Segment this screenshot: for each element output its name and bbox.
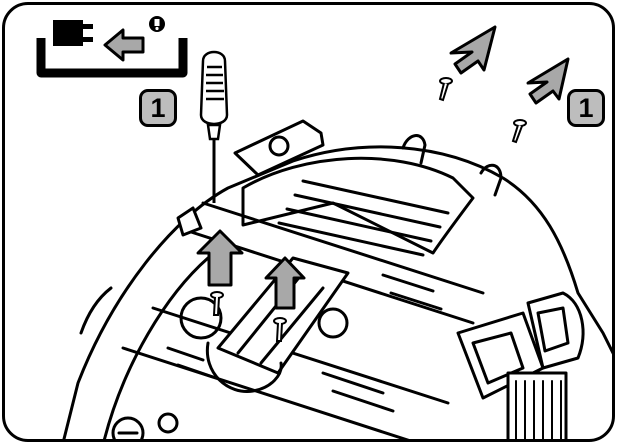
- side-slot-2: [391, 293, 441, 309]
- diagram-frame: [2, 2, 615, 442]
- lid-groove-2: [295, 195, 440, 227]
- cover-tab: [235, 121, 323, 175]
- brush-roller-center: [319, 309, 347, 337]
- power-plug-unplug-icon: [41, 16, 183, 73]
- side-slot-3: [168, 348, 203, 360]
- up-arrow-icon: [528, 59, 568, 103]
- bottom-screw-hole-2: [159, 414, 177, 432]
- screw-icon: [440, 78, 452, 100]
- step-number-badge-right: 1: [567, 89, 605, 127]
- side-slot-1: [383, 275, 433, 291]
- robot-left-edge: [81, 288, 111, 333]
- robot-left-shell: [103, 258, 208, 442]
- robot-top-lid: [243, 158, 473, 253]
- up-arrow-icon: [198, 231, 242, 285]
- screw-icon: [513, 120, 526, 142]
- step-number-badge-left: 1: [139, 89, 177, 127]
- robot-underside-illustration: [5, 5, 615, 442]
- screwdriver-icon: [201, 52, 227, 203]
- bottom-left-screw-hole: [113, 418, 143, 442]
- up-arrow-icon: [451, 27, 495, 73]
- lid-groove-1: [303, 181, 448, 213]
- side-slot-4: [178, 365, 213, 377]
- left-side-latch: [178, 208, 201, 235]
- rear-hook-2: [481, 165, 501, 195]
